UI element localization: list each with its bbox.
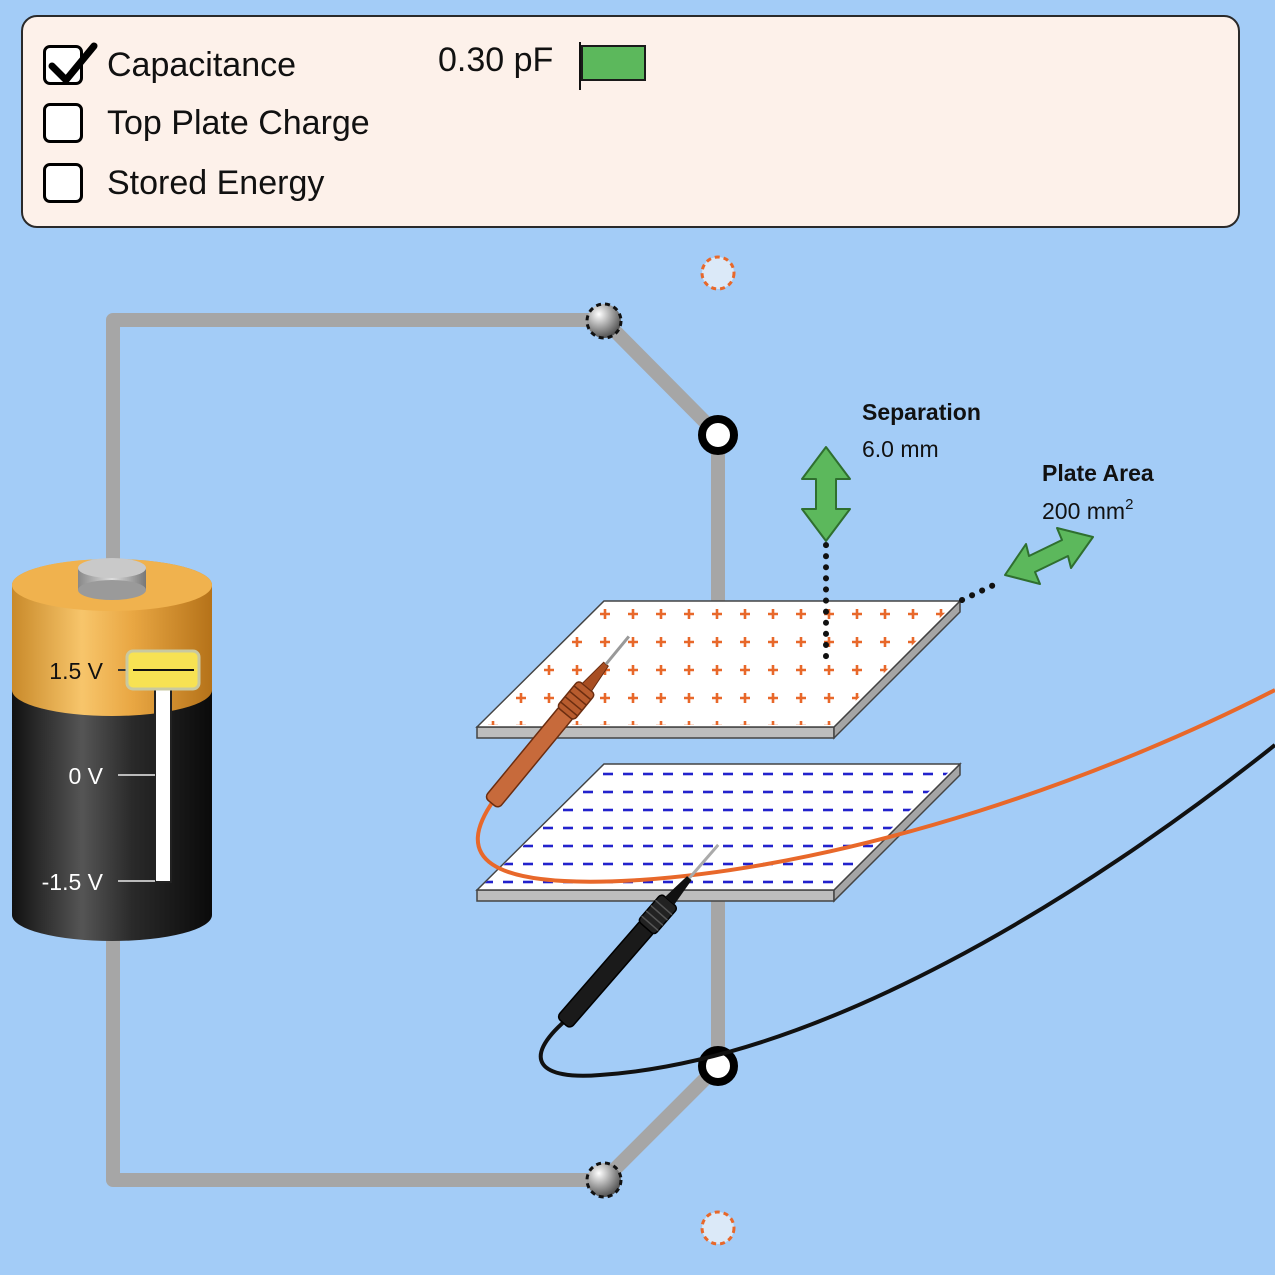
top-plate-charge-checkbox[interactable] [43, 103, 83, 143]
switch-pivot-top[interactable] [585, 302, 623, 340]
bottom-plate [475, 762, 962, 903]
capacitance-value: 0.30 pF [438, 41, 554, 79]
voltage-label-max: 1.5 V [49, 658, 103, 684]
separation-handle[interactable] [801, 446, 851, 665]
switch-contact-top [698, 415, 738, 455]
capacitance-checkbox[interactable] [43, 42, 98, 85]
voltage-label-zero: 0 V [68, 763, 103, 789]
plate-area-unit-superscript: 2 [1125, 496, 1133, 513]
voltage-slider-track[interactable] [154, 669, 172, 883]
plate-area-label: Plate Area [1042, 460, 1154, 486]
capacitance-row: Capacitance [43, 42, 297, 87]
capacitance-bar [581, 45, 646, 81]
battery: 1.5 V 0 V -1.5 V [12, 558, 212, 941]
plate-area-value-text: 200 mm [1042, 498, 1125, 524]
top-plate [475, 599, 962, 740]
switch-pivot-bottom[interactable] [585, 1161, 623, 1199]
plate-area-value: 200 mm2 [1042, 496, 1133, 524]
checkmark-icon [48, 42, 98, 84]
voltage-slider-thumb[interactable] [125, 649, 201, 691]
capacitance-bar-axis [579, 42, 581, 90]
black-voltmeter-probe[interactable] [555, 838, 726, 1031]
stored-energy-checkbox[interactable] [43, 163, 83, 203]
meter-panel: Capacitance Top Plate Charge Stored Ener… [21, 15, 1240, 228]
top-plate-charge-label: Top Plate Charge [107, 103, 370, 142]
top-plate-charge-row: Top Plate Charge [43, 101, 370, 145]
switch-open-target-top[interactable] [700, 255, 736, 291]
stored-energy-row: Stored Energy [43, 161, 324, 205]
separation-label: Separation [862, 399, 981, 425]
capacitance-label: Capacitance [107, 45, 297, 84]
black-probe-wire [538, 743, 1275, 1078]
separation-value: 6.0 mm [862, 436, 939, 462]
voltage-label-min: -1.5 V [42, 869, 104, 895]
switch-open-target-bottom[interactable] [700, 1210, 736, 1246]
double-arrow-vertical-icon[interactable] [801, 446, 851, 542]
stored-energy-label: Stored Energy [107, 163, 325, 202]
red-voltmeter-probe[interactable] [483, 629, 637, 810]
double-arrow-diagonal-icon[interactable] [1004, 527, 1094, 585]
red-probe-wire [476, 688, 1275, 884]
plate-area-handle[interactable] [959, 527, 1094, 603]
